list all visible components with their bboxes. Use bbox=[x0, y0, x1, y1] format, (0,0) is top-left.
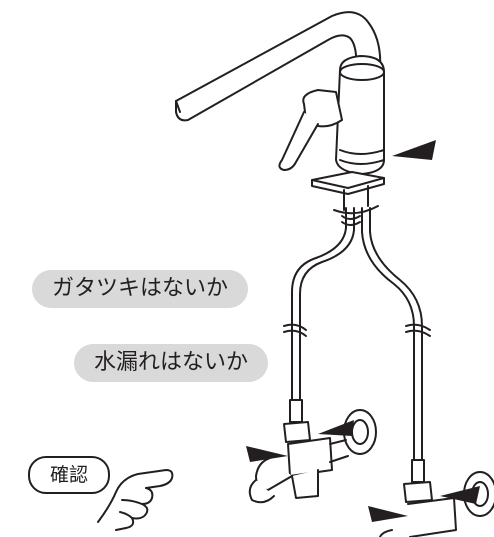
arrow-icon bbox=[392, 140, 436, 160]
supply-hose-icon bbox=[361, 207, 431, 461]
arrow-icon bbox=[368, 506, 408, 522]
pointing-hand-icon bbox=[97, 469, 174, 531]
confirm-badge: 確認 bbox=[28, 456, 110, 494]
faucet-spout bbox=[175, 11, 382, 122]
supply-hose-icon bbox=[283, 207, 361, 401]
arrow-icon bbox=[318, 420, 354, 436]
stop-valve-icon bbox=[379, 459, 494, 537]
leak-check-label: 水漏れはないか bbox=[74, 344, 268, 382]
stop-valve-icon bbox=[248, 399, 377, 504]
arrow-icon bbox=[246, 446, 288, 462]
rattle-check-label: ガタツキはないか bbox=[32, 270, 248, 308]
mounting-base bbox=[311, 171, 385, 215]
faucet-icon bbox=[278, 55, 385, 175]
arrow-icon bbox=[440, 486, 480, 504]
